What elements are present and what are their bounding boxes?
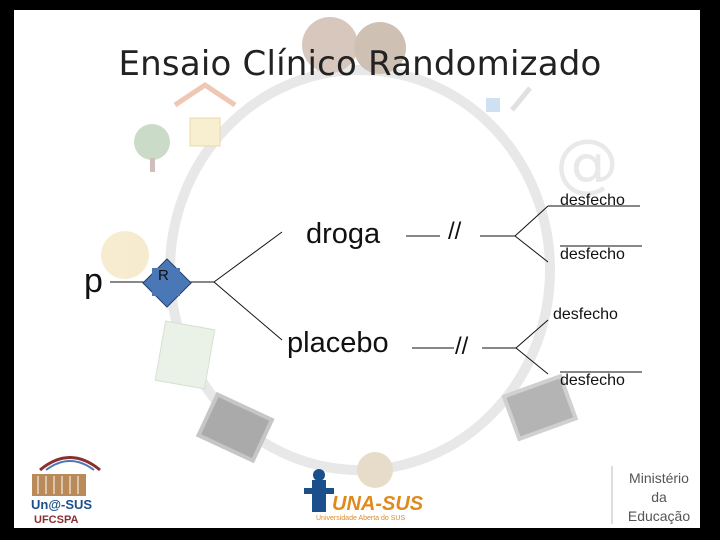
outcome-label: desfecho bbox=[560, 246, 625, 263]
ministerio-line1: Ministério bbox=[629, 470, 689, 486]
decor-person-head bbox=[354, 22, 406, 74]
arm-label-placebo: placebo bbox=[287, 327, 389, 359]
decor-monitor-icon bbox=[195, 391, 275, 464]
branch-upper bbox=[213, 231, 283, 283]
decor-tool-icon bbox=[510, 86, 532, 112]
decor-laptop-icon bbox=[501, 373, 579, 442]
unasus-center-logo-text: UNA-SUS bbox=[332, 493, 424, 515]
ministerio-line2: da bbox=[651, 489, 667, 505]
decor-person-left bbox=[101, 231, 149, 279]
decor-book-icon bbox=[154, 320, 216, 390]
unasus-left-logo-text: Un@-SUS bbox=[31, 497, 93, 512]
break-mark-lower: // bbox=[455, 333, 469, 360]
slide-title: Ensaio Clínico Randomizado bbox=[118, 44, 602, 84]
decor-house-icon bbox=[189, 117, 221, 147]
unasus-head-icon bbox=[313, 469, 325, 481]
outcome-line bbox=[514, 235, 549, 263]
outcome-line bbox=[515, 319, 549, 349]
ufcspa-logo-text: UFCSPA bbox=[34, 514, 79, 526]
unasus-arms-icon bbox=[304, 488, 334, 494]
decor-at-icon: @ bbox=[555, 127, 619, 201]
decor-person-head bbox=[302, 17, 358, 73]
ministerio-line3: Educação bbox=[627, 508, 691, 524]
arm-label-droga: droga bbox=[306, 218, 381, 250]
decor-tree-trunk bbox=[150, 158, 155, 172]
decor-bell-icon bbox=[357, 452, 393, 488]
randomize-label: R bbox=[158, 267, 169, 284]
randomize-fill bbox=[152, 268, 180, 296]
unasus-arc-icon bbox=[45, 460, 95, 471]
outcome-label: desfecho bbox=[553, 306, 618, 323]
outcome-label: desfecho bbox=[560, 372, 625, 389]
decor-phone-icon bbox=[486, 98, 500, 112]
outcome-line bbox=[514, 205, 549, 237]
unasus-arc-icon bbox=[39, 456, 101, 472]
decor-roof bbox=[173, 81, 237, 108]
branch-lower bbox=[213, 281, 283, 341]
decor-tree-icon bbox=[134, 124, 170, 160]
unasus-center-sub: Universidade Aberta do SUS bbox=[316, 515, 406, 522]
outcome-line bbox=[515, 347, 549, 375]
population-label: p bbox=[84, 262, 103, 300]
unasus-figure-icon bbox=[312, 480, 326, 512]
outcome-label: desfecho bbox=[560, 192, 625, 209]
break-mark-upper: // bbox=[448, 218, 462, 245]
